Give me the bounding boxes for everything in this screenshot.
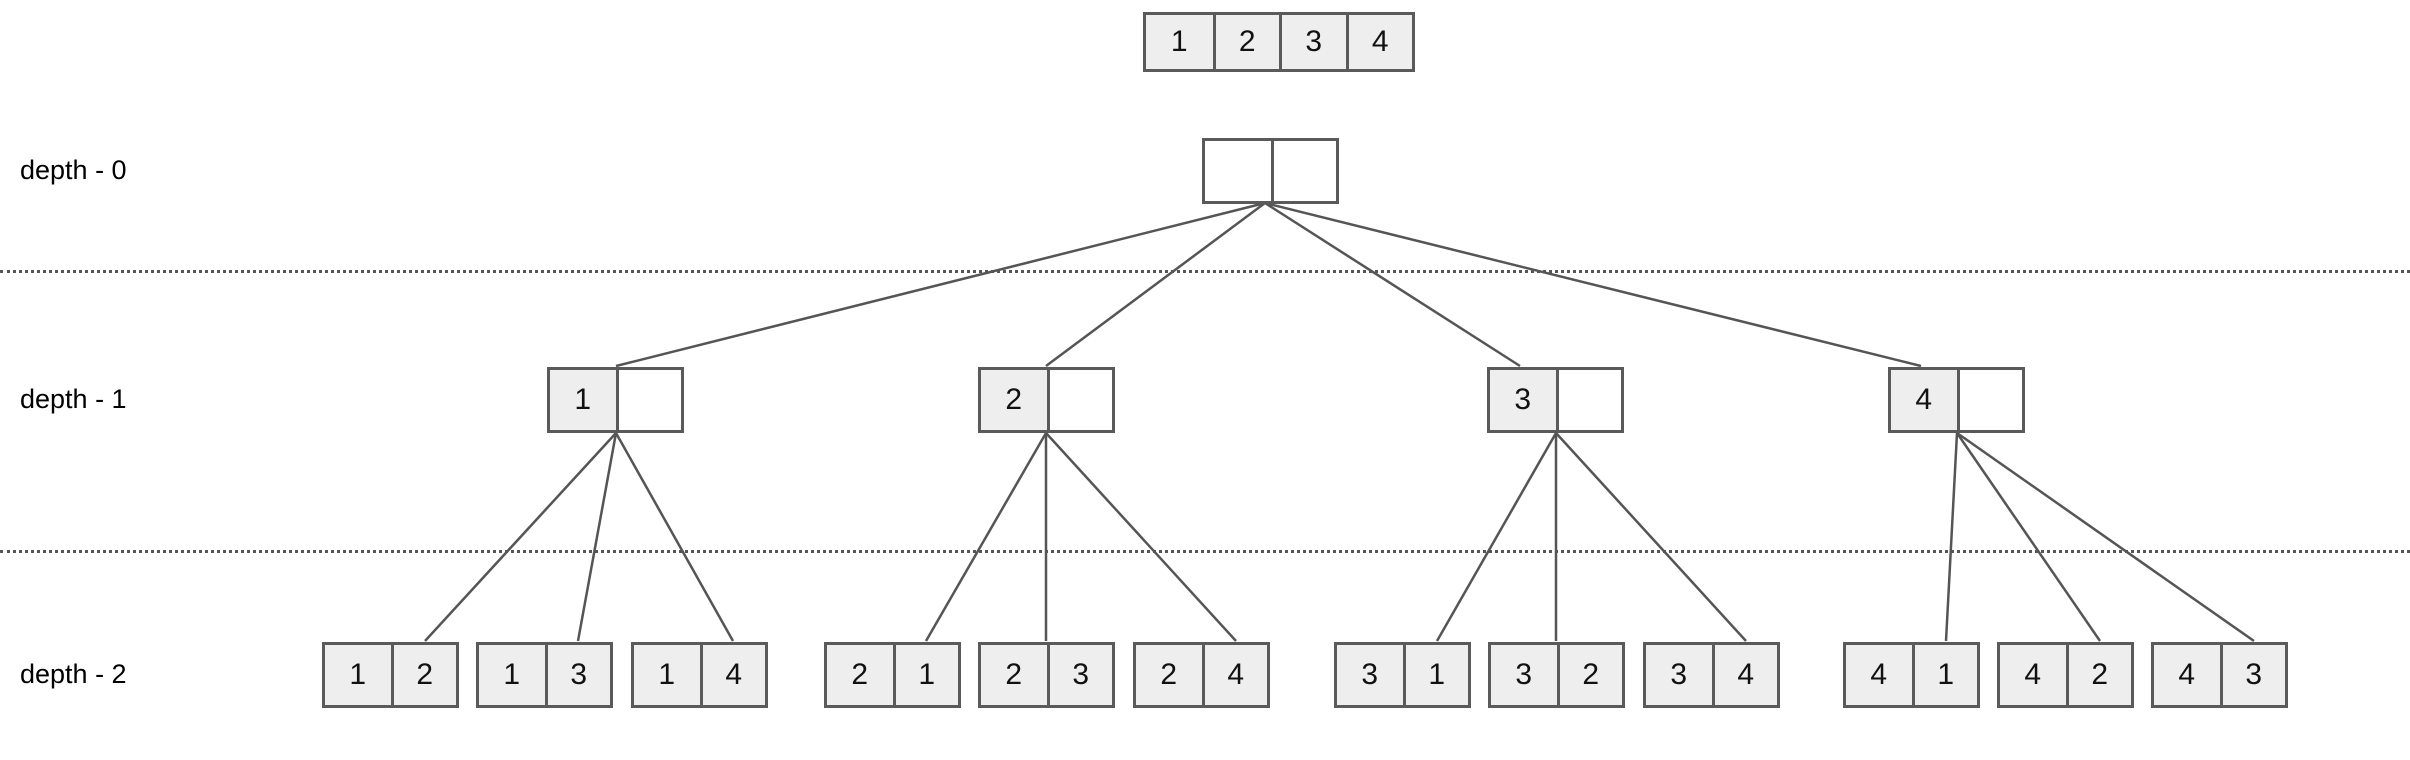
node-cell-value: 3: [544, 645, 610, 705]
node-cell-value: 2: [1212, 15, 1279, 69]
tree-node-d1-1[interactable]: 1: [547, 367, 684, 433]
node-cell-value: 4: [1201, 645, 1267, 705]
node-cell-value: 1: [892, 645, 958, 705]
node-cell-value: 1: [1402, 645, 1468, 705]
node-cell-value: 1: [634, 645, 700, 705]
tree-edge: [1555, 432, 1747, 642]
node-cell-value: 1: [1146, 15, 1213, 69]
depth-label: depth - 0: [20, 155, 127, 185]
depth-label: depth - 1: [20, 384, 127, 414]
node-cell-value: 3: [1046, 645, 1112, 705]
node-cell-value: 4: [1345, 15, 1412, 69]
node-cell-value: 3: [1337, 645, 1403, 705]
node-cell-value: 1: [1911, 645, 1977, 705]
node-cell-value: 4: [1846, 645, 1912, 705]
node-cell-value: 4: [699, 645, 765, 705]
node-cell-value: 2: [827, 645, 893, 705]
node-cell-empty: [1205, 141, 1271, 201]
node-cell-value: 2: [981, 370, 1047, 430]
tree-edge: [1956, 431, 2255, 643]
node-cell-empty: [1270, 141, 1336, 201]
node-cell-value: 2: [390, 645, 456, 705]
tree-edge: [1264, 201, 1521, 368]
tree-node-root[interactable]: [1202, 138, 1339, 204]
node-cell-empty: [1555, 370, 1621, 430]
tree-edge: [1955, 432, 2102, 642]
tree-edge: [1045, 432, 1237, 642]
node-cell-value: 3: [2219, 645, 2285, 705]
node-cell-value: 2: [1556, 645, 1622, 705]
tree-edge: [424, 432, 617, 642]
depth-separator-line: [0, 270, 2410, 273]
node-cell-value: 3: [1490, 370, 1556, 430]
tree-edge: [1264, 201, 1922, 368]
tree-edge: [615, 201, 1266, 368]
tree-edge: [576, 432, 618, 642]
node-cell-value: 2: [1136, 645, 1202, 705]
node-cell-value: 1: [550, 370, 616, 430]
depth-label: depth - 2: [20, 659, 127, 689]
node-cell-value: 2: [981, 645, 1047, 705]
node-cell-empty: [615, 370, 681, 430]
node-cell-value: 4: [2154, 645, 2220, 705]
node-cell-value: 4: [1711, 645, 1777, 705]
tree-node-d1-3[interactable]: 3: [1487, 367, 1624, 433]
tree-node-d1-4[interactable]: 4: [1888, 367, 2025, 433]
node-cell-value: 1: [325, 645, 391, 705]
node-cell-value: 3: [1646, 645, 1712, 705]
tree-edge: [1944, 432, 1959, 642]
tree-edge: [1045, 201, 1266, 368]
node-cell-value: 4: [2000, 645, 2066, 705]
node-cell-value: 1: [479, 645, 545, 705]
node-cell-value: 3: [1491, 645, 1557, 705]
tree-edge: [1435, 432, 1558, 642]
tree-edge: [614, 432, 735, 642]
tree-edge: [924, 432, 1048, 642]
tree-node-d1-2[interactable]: 2: [978, 367, 1115, 433]
node-cell-empty: [1956, 370, 2022, 430]
node-cell-empty: [1046, 370, 1112, 430]
node-cell-value: 2: [2065, 645, 2131, 705]
depth-separator-line: [0, 550, 2410, 553]
node-cell-value: 4: [1891, 370, 1957, 430]
node-cell-value: 3: [1279, 15, 1346, 69]
